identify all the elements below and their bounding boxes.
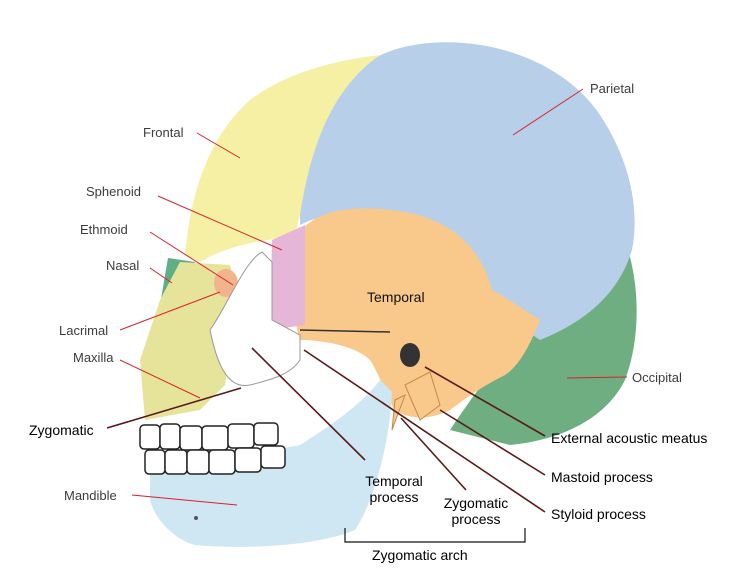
lacrimal-bone <box>214 269 238 297</box>
label-temporal-process-line2: process <box>369 489 419 505</box>
label-temporal-process: Temporal process <box>358 473 430 505</box>
temporal-bone <box>295 208 540 418</box>
parietal-bone <box>300 42 635 340</box>
label-external-acoustic-meatus: External acoustic meatus <box>551 430 708 446</box>
mental-foramen <box>194 516 198 520</box>
label-zygomatic-process-line1: Zygomatic <box>443 495 509 511</box>
label-temporal-process-line1: Temporal <box>365 473 423 489</box>
label-mandible: Mandible <box>64 488 117 503</box>
label-sphenoid: Sphenoid <box>86 184 141 199</box>
label-zygomatic-process-line2: process <box>451 511 501 527</box>
zygomatic-bone <box>209 251 301 387</box>
label-nasal: Nasal <box>106 258 140 273</box>
label-zygomatic-arch: Zygomatic arch <box>372 547 468 563</box>
label-ethmoid: Ethmoid <box>80 222 128 237</box>
leader-lines <box>119 88 628 506</box>
frontal-bone <box>185 55 380 262</box>
label-temporal: Temporal <box>367 289 425 305</box>
styloid-process-shape <box>391 393 406 431</box>
suture-line <box>299 329 391 333</box>
maxilla-bone <box>140 262 238 420</box>
label-zygomatic-process: Zygomatic process <box>436 495 516 527</box>
label-maxilla: Maxilla <box>73 350 114 365</box>
mastoid-process-shape <box>404 371 441 421</box>
label-zygomatic: Zygomatic <box>29 422 94 438</box>
ear-canal <box>400 343 420 367</box>
label-styloid-process: Styloid process <box>551 506 646 522</box>
leader-lines-dark <box>106 347 546 513</box>
label-occipital: Occipital <box>632 370 682 385</box>
teeth <box>139 422 286 475</box>
label-mastoid-process: Mastoid process <box>551 469 653 485</box>
label-frontal: Frontal <box>143 125 184 140</box>
label-lacrimal: Lacrimal <box>59 323 109 338</box>
zygomatic-arch-bracket <box>344 528 526 543</box>
sphenoid-bone <box>270 225 305 330</box>
label-parietal: Parietal <box>590 81 635 96</box>
